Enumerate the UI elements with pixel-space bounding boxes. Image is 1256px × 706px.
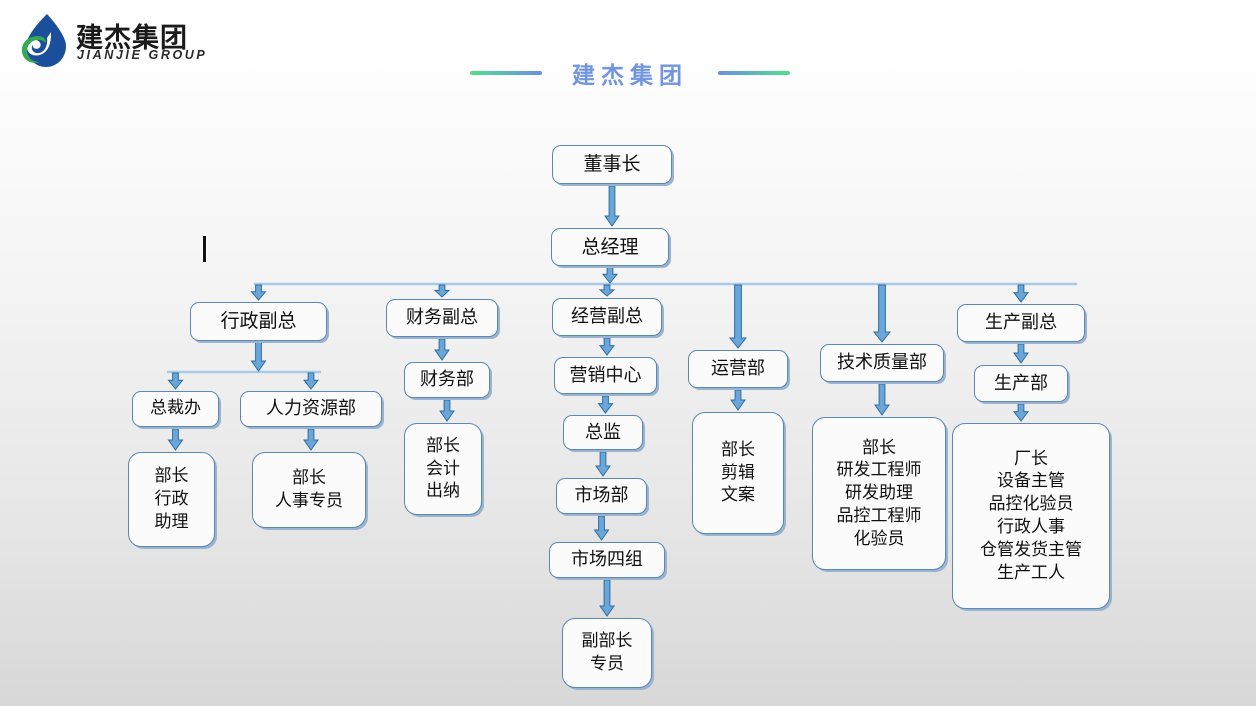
connector-n15-to-n16 (593, 515, 610, 541)
org-node-label: 运营部 (711, 358, 765, 380)
org-node-label: 部长 剪辑 文案 (721, 439, 755, 506)
connector-n12-to-n14 (597, 395, 614, 414)
brand-logo: 建杰集团 JIANJIE GROUP (14, 10, 224, 72)
org-node-label: 总经理 (581, 235, 639, 258)
org-node-n11[interactable]: 财务部 (404, 362, 490, 398)
org-node-n10[interactable]: 人力资源部 (240, 391, 382, 427)
connector-n13-to-n22 (1013, 403, 1029, 422)
org-node-n1[interactable]: 董事长 (552, 145, 672, 184)
page-title: 建杰集团 (572, 63, 688, 89)
connector-bus-main-to-n7 (728, 284, 748, 349)
brand-name-en: JIANJIE GROUP (77, 48, 208, 62)
title-rule-right (718, 71, 790, 75)
org-node-label: 市场部 (574, 485, 629, 507)
org-node-n22[interactable]: 厂长 设备主管 品控化验员 行政人事 仓管发货主管 生产工人 (952, 423, 1110, 609)
org-node-label: 总监 (585, 421, 621, 443)
org-node-n19[interactable]: 部长 会计 出纳 (404, 423, 482, 515)
org-node-label: 技术质量部 (837, 352, 927, 374)
org-node-label: 生产副总 (985, 312, 1057, 334)
connector-n1-to-n2 (604, 185, 620, 227)
org-node-n17[interactable]: 部长 行政 助理 (128, 452, 215, 547)
org-node-n12[interactable]: 营销中心 (554, 357, 657, 394)
org-node-n15[interactable]: 市场部 (556, 478, 647, 514)
connector-n4-to-n11 (434, 338, 450, 361)
connector-n3-to-bus-admin (250, 341, 267, 372)
org-node-n8[interactable]: 技术质量部 (820, 344, 944, 382)
org-node-label: 行政副总 (220, 310, 297, 333)
connector-bus-admin-to-n10 (302, 372, 320, 390)
connector-bus-main-to-n3 (250, 284, 267, 301)
brand-name-cn: 建杰集团 (76, 23, 188, 54)
org-node-n3[interactable]: 行政副总 (190, 302, 327, 341)
connector-n2-to-bus-main (601, 266, 619, 284)
org-node-n13[interactable]: 生产部 (974, 365, 1068, 402)
org-node-n14[interactable]: 总监 (563, 415, 643, 450)
org-node-n4[interactable]: 财务副总 (386, 299, 498, 337)
org-node-n16[interactable]: 市场四组 (549, 542, 665, 578)
connector-bus-main-to-n4 (433, 284, 451, 298)
connector-bus-main-to-n6 (1013, 284, 1029, 303)
connector-n5-to-n12 (599, 337, 615, 356)
org-node-n7[interactable]: 运营部 (688, 350, 788, 388)
org-node-label: 部长 研发工程师 研发助理 品控工程师 化验员 (836, 437, 922, 549)
connector-n9-to-n17 (167, 428, 184, 451)
org-node-label: 营销中心 (569, 364, 642, 386)
connector-n16-to-n23 (599, 579, 615, 617)
connector-n6-to-n13 (1013, 343, 1029, 364)
org-node-n18[interactable]: 部长 人事专员 (252, 452, 366, 528)
connector-n7-to-n20 (730, 389, 746, 411)
connector-bus-main-to-n5 (598, 284, 616, 297)
connector-n11-to-n19 (439, 399, 455, 422)
org-node-label: 总裁办 (150, 398, 201, 419)
org-node-label: 财务部 (420, 369, 474, 391)
org-node-label: 经营副总 (571, 306, 643, 328)
slide-title-bar: 建杰集团 (440, 56, 820, 90)
org-node-n5[interactable]: 经营副总 (552, 298, 662, 336)
org-node-label: 财务副总 (406, 307, 478, 329)
org-node-label: 厂长 设备主管 品控化验员 行政人事 仓管发货主管 生产工人 (980, 448, 1082, 583)
org-node-label: 部长 人事专员 (275, 468, 343, 511)
org-node-n20[interactable]: 部长 剪辑 文案 (692, 412, 784, 534)
org-node-label: 生产部 (994, 372, 1048, 394)
connector-bus-admin-to-n9 (167, 372, 184, 390)
connector-n8-to-n21 (874, 383, 890, 416)
org-node-label: 部长 会计 出纳 (426, 435, 460, 502)
org-node-n9[interactable]: 总裁办 (132, 391, 219, 427)
org-node-label: 市场四组 (571, 549, 643, 571)
org-node-n21[interactable]: 部长 研发工程师 研发助理 品控工程师 化验员 (812, 417, 946, 570)
text-cursor-caret[interactable] (203, 236, 206, 262)
org-node-n23[interactable]: 副部长 专员 (562, 618, 652, 688)
org-node-n2[interactable]: 总经理 (551, 228, 669, 266)
org-node-label: 人力资源部 (266, 398, 356, 420)
org-node-label: 部长 行政 助理 (154, 466, 189, 532)
water-droplet-logo-icon (21, 14, 66, 67)
connector-bus-main-to-n8 (872, 284, 892, 343)
org-node-n6[interactable]: 生产副总 (957, 304, 1085, 342)
connector-n14-to-n15 (595, 451, 611, 477)
connector-n10-to-n18 (303, 428, 319, 451)
org-node-label: 董事长 (583, 153, 641, 176)
title-rule-left (470, 71, 542, 75)
org-node-label: 副部长 专员 (581, 631, 633, 674)
